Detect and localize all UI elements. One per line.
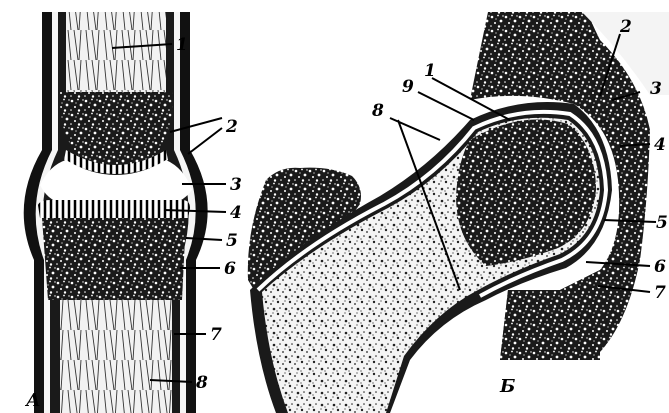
panel-a-label-4: 4	[230, 203, 242, 223]
panel-a-lower-shaft	[60, 300, 172, 413]
panel-b-label-3: 3	[650, 79, 662, 99]
panel-b-hip-diagram: 1 2 3 4 5 6 7 8 9 Б	[248, 12, 669, 413]
panel-b-label-2: 2	[619, 17, 632, 37]
panel-b-leader-5	[604, 220, 656, 222]
panel-a-label-5: 5	[226, 231, 238, 251]
panel-a-letter: А	[24, 390, 41, 411]
panel-b-label-9: 9	[402, 77, 414, 97]
panel-b-label-4: 4	[654, 135, 666, 155]
panel-a-label-7: 7	[210, 325, 222, 345]
panel-a-label-3: 3	[230, 175, 242, 195]
panel-a-lower-epiphysis	[42, 218, 186, 300]
panel-a-knee-diagram: 1 2 3 4 5 6 7 8 А	[24, 12, 242, 413]
panel-b-letter: Б	[499, 376, 515, 397]
panel-b-label-8: 8	[371, 101, 384, 121]
panel-a-label-8: 8	[195, 373, 208, 393]
panel-a-upper-shaft	[66, 12, 166, 92]
panel-a-label-1: 1	[176, 35, 188, 55]
panel-a-label-6: 6	[224, 259, 236, 279]
panel-b-label-6: 6	[654, 257, 666, 277]
panel-a-label-2: 2	[225, 117, 238, 137]
panel-a-lower-cartilage	[38, 200, 190, 218]
panel-b-label-7: 7	[654, 283, 666, 303]
panel-b-label-5: 5	[656, 213, 668, 233]
panel-b-label-1: 1	[424, 61, 436, 81]
